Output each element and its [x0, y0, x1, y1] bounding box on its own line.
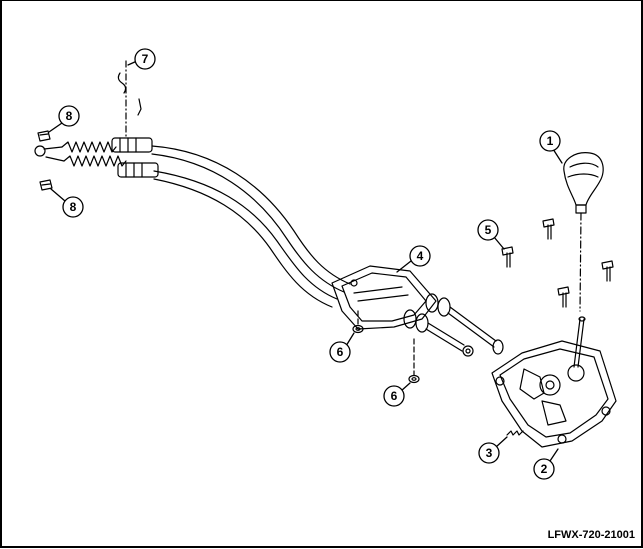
bolt-4: [557, 286, 570, 308]
cable-ends-at-shifter: [403, 293, 504, 357]
callout-5: 5: [485, 223, 492, 237]
lock-pin: [117, 60, 142, 140]
callout-8-upper: 8: [66, 109, 73, 123]
cable-end-lower: [45, 155, 159, 178]
shift-knob: [563, 152, 604, 312]
shift-lever-assembly: [491, 316, 617, 448]
bolt-1: [501, 246, 514, 268]
callout-3: 3: [486, 446, 493, 460]
callout-2: 2: [541, 462, 548, 476]
snap-clip-lower: [39, 179, 53, 191]
detent-spring: [506, 430, 524, 436]
washer-upper: [352, 310, 364, 334]
washer-lower: [408, 338, 420, 384]
callout-6-lower: 6: [391, 389, 398, 403]
bolt-3: [601, 260, 614, 282]
control-cables: [151, 145, 351, 308]
callouts: 7 8 8 4 6 6 1 5 3 2: [48, 48, 563, 480]
callout-6-upper: 6: [337, 345, 344, 359]
cable-end-upper: [34, 137, 153, 157]
bolt-2: [542, 218, 555, 240]
callout-4: 4: [417, 249, 424, 263]
cable-bracket: [331, 265, 437, 330]
callout-7: 7: [142, 52, 149, 66]
callout-8-lower: 8: [70, 200, 77, 214]
snap-clip-upper: [37, 130, 51, 142]
callout-1: 1: [547, 134, 554, 148]
figure-code: LFWX-720-21001: [547, 529, 635, 541]
